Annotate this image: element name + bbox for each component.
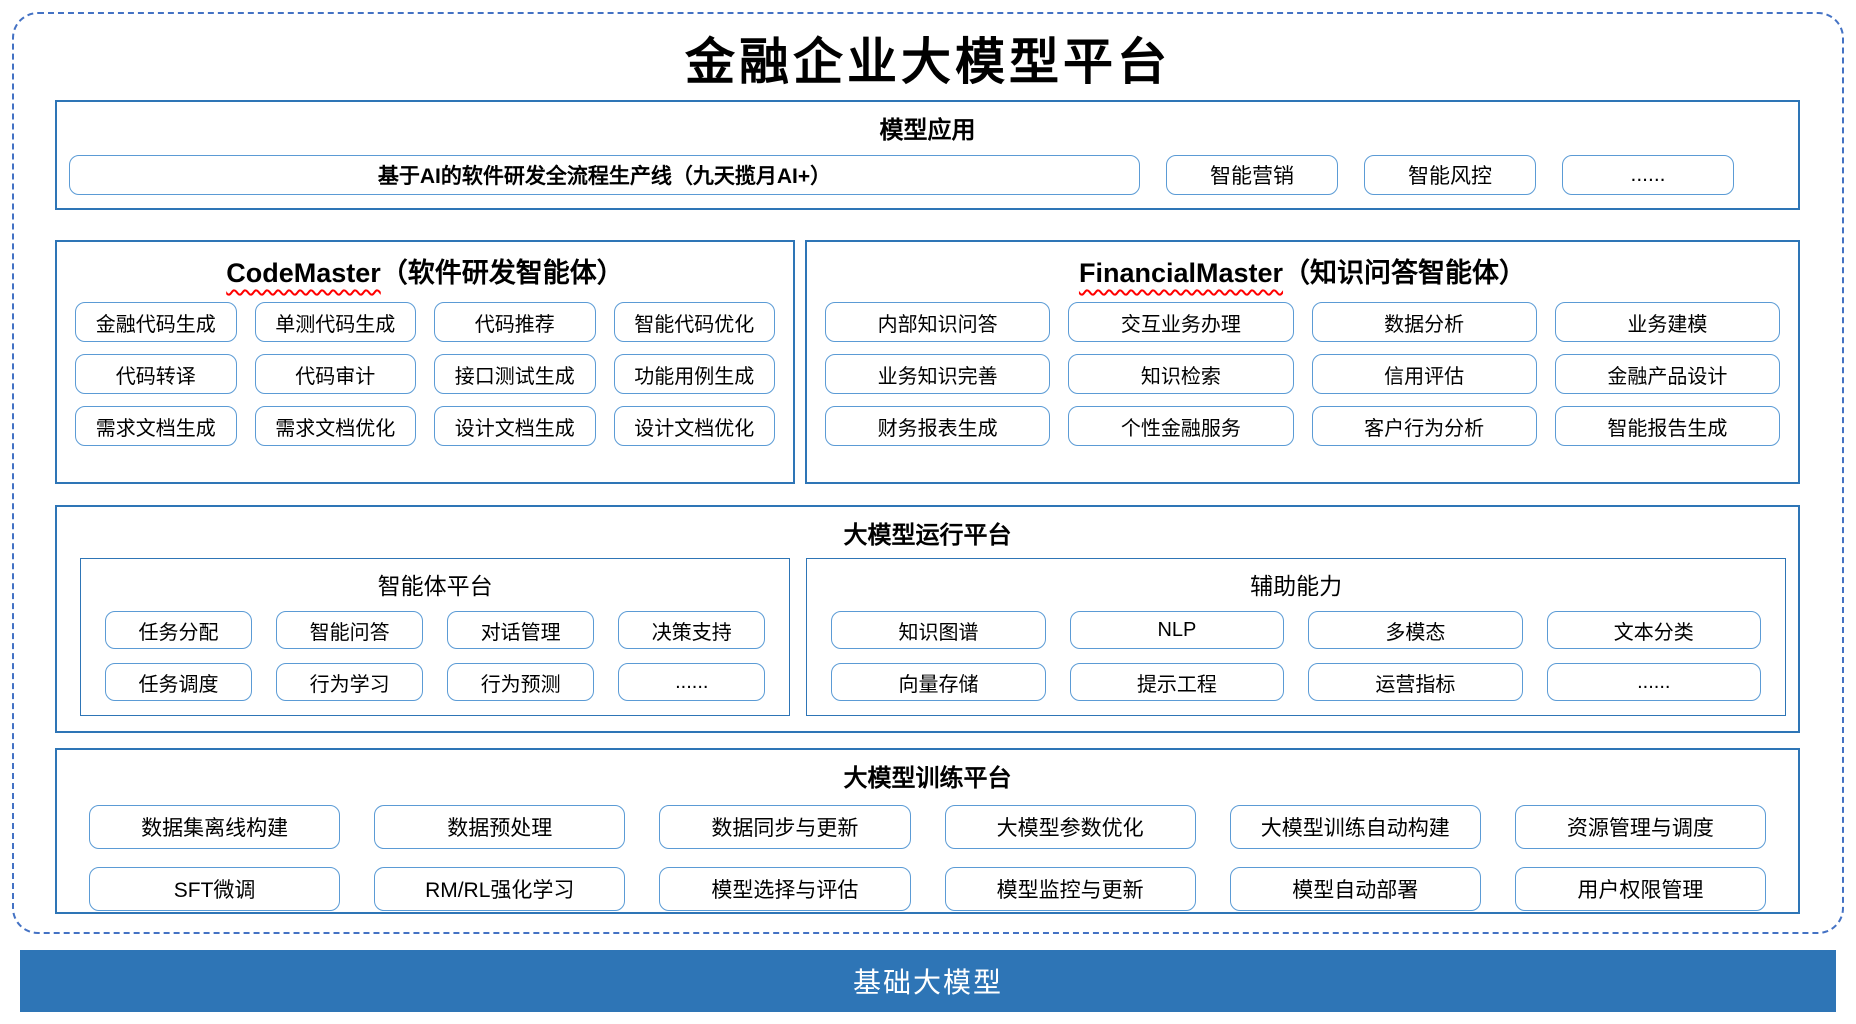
financialmaster-grid: 内部知识问答 交互业务办理 数据分析 业务建模 业务知识完善 知识检索 信用评估… — [807, 290, 1798, 446]
codemaster-item: 代码推荐 — [434, 302, 596, 342]
codemaster-grid: 金融代码生成 单测代码生成 代码推荐 智能代码优化 代码转译 代码审计 接口测试… — [57, 290, 793, 446]
agent-platform-grid: 任务分配 智能问答 对话管理 决策支持 任务调度 行为学习 行为预测 .....… — [81, 601, 789, 701]
codemaster-item: 代码转译 — [75, 354, 237, 394]
aux-ability-item: 运营指标 — [1308, 663, 1523, 701]
section-financialmaster: FinancialMaster（知识问答智能体） 内部知识问答 交互业务办理 数… — [805, 240, 1800, 484]
financialmaster-item: 交互业务办理 — [1068, 302, 1294, 342]
subbox-agent-platform: 智能体平台 任务分配 智能问答 对话管理 决策支持 任务调度 行为学习 行为预测… — [80, 558, 791, 716]
financialmaster-item: 信用评估 — [1311, 354, 1537, 394]
application-pill: ...... — [1562, 155, 1734, 195]
section-training-platform: 大模型训练平台 数据集离线构建 数据预处理 数据同步与更新 大模型参数优化 大模… — [55, 748, 1800, 914]
financialmaster-item: 金融产品设计 — [1554, 354, 1780, 394]
agent-platform-item: 任务调度 — [105, 663, 253, 701]
codemaster-item: 单测代码生成 — [254, 302, 416, 342]
training-item: 用户权限管理 — [1514, 867, 1766, 911]
model-applications-row: 基于AI的软件研发全流程生产线（九天揽月AI+） 智能营销 智能风控 .....… — [69, 155, 1786, 195]
codemaster-item: 功能用例生成 — [613, 354, 775, 394]
agent-platform-item: 行为预测 — [447, 663, 595, 701]
financialmaster-title: FinancialMaster（知识问答智能体） — [807, 242, 1798, 290]
section-codemaster: CodeMaster（软件研发智能体） 金融代码生成 单测代码生成 代码推荐 智… — [55, 240, 795, 484]
codemaster-item: 设计文档优化 — [613, 406, 775, 446]
agent-platform-item: ...... — [618, 663, 766, 701]
financialmaster-title-zh: （知识问答智能体） — [1283, 258, 1527, 288]
training-item: 资源管理与调度 — [1514, 805, 1766, 849]
aux-ability-item: 文本分类 — [1546, 611, 1761, 649]
page-title: 金融企业大模型平台 — [685, 32, 1171, 91]
section-header-runtime: 大模型运行平台 — [843, 522, 1012, 549]
runtime-subboxes-row: 智能体平台 任务分配 智能问答 对话管理 决策支持 任务调度 行为学习 行为预测… — [80, 558, 1786, 716]
training-item: 模型自动部署 — [1229, 867, 1481, 911]
training-item: RM/RL强化学习 — [374, 867, 626, 911]
agent-platform-item: 对话管理 — [447, 611, 595, 649]
aux-ability-item: 知识图谱 — [831, 611, 1046, 649]
codemaster-item: 金融代码生成 — [75, 302, 237, 342]
codemaster-item: 需求文档优化 — [254, 406, 416, 446]
outer-dashed-border — [12, 12, 1844, 934]
aux-ability-grid: 知识图谱 NLP 多模态 文本分类 向量存储 提示工程 运营指标 ...... — [807, 601, 1785, 701]
financialmaster-item: 数据分析 — [1311, 302, 1537, 342]
financialmaster-item: 业务知识完善 — [825, 354, 1051, 394]
codemaster-item: 设计文档生成 — [434, 406, 596, 446]
application-pill: 智能风控 — [1364, 155, 1536, 195]
section-header-training: 大模型训练平台 — [843, 765, 1012, 792]
financialmaster-item: 客户行为分析 — [1311, 406, 1537, 446]
section-runtime-platform: 大模型运行平台 智能体平台 任务分配 智能问答 对话管理 决策支持 任务调度 行… — [55, 505, 1800, 733]
training-item: SFT微调 — [89, 867, 341, 911]
financialmaster-title-en: FinancialMaster — [1078, 258, 1284, 288]
agent-platform-item: 任务分配 — [105, 611, 253, 649]
training-item: 大模型参数优化 — [944, 805, 1196, 849]
training-item: 模型监控与更新 — [944, 867, 1196, 911]
training-item: 数据同步与更新 — [659, 805, 911, 849]
training-grid: 数据集离线构建 数据预处理 数据同步与更新 大模型参数优化 大模型训练自动构建 … — [57, 793, 1798, 911]
agent-platform-item: 智能问答 — [276, 611, 424, 649]
financialmaster-item: 个性金融服务 — [1068, 406, 1294, 446]
application-pill: 智能营销 — [1166, 155, 1338, 195]
section-header-model-applications: 模型应用 — [879, 117, 976, 144]
training-item: 数据预处理 — [374, 805, 626, 849]
codemaster-item: 代码审计 — [254, 354, 416, 394]
aux-ability-item: 多模态 — [1308, 611, 1523, 649]
agent-platform-item: 决策支持 — [618, 611, 766, 649]
subbox-header-aux-ability: 辅助能力 — [1250, 573, 1343, 599]
financialmaster-item: 知识检索 — [1068, 354, 1294, 394]
training-item: 模型选择与评估 — [659, 867, 911, 911]
agent-platform-item: 行为学习 — [276, 663, 424, 701]
training-item: 大模型训练自动构建 — [1229, 805, 1481, 849]
foundation-model-bar: 基础大模型 — [20, 950, 1836, 1012]
subbox-aux-ability: 辅助能力 知识图谱 NLP 多模态 文本分类 向量存储 提示工程 运营指标 ..… — [806, 558, 1786, 716]
codemaster-title-zh: （软件研发智能体） — [380, 258, 624, 288]
codemaster-item: 智能代码优化 — [613, 302, 775, 342]
section-model-applications: 模型应用 基于AI的软件研发全流程生产线（九天揽月AI+） 智能营销 智能风控 … — [55, 100, 1800, 210]
financialmaster-item: 业务建模 — [1554, 302, 1780, 342]
training-item: 数据集离线构建 — [89, 805, 341, 849]
financialmaster-item: 内部知识问答 — [825, 302, 1051, 342]
aux-ability-item: NLP — [1069, 611, 1285, 649]
subbox-header-agent-platform: 智能体平台 — [377, 573, 493, 599]
aux-ability-item: 提示工程 — [1069, 663, 1285, 701]
aux-ability-item: ...... — [1546, 663, 1761, 701]
codemaster-item: 需求文档生成 — [75, 406, 237, 446]
codemaster-title: CodeMaster（软件研发智能体） — [57, 242, 793, 290]
financialmaster-item: 智能报告生成 — [1554, 406, 1780, 446]
aux-ability-item: 向量存储 — [831, 663, 1046, 701]
codemaster-title-en: CodeMaster — [226, 258, 381, 288]
application-pill-main: 基于AI的软件研发全流程生产线（九天揽月AI+） — [69, 155, 1140, 195]
codemaster-item: 接口测试生成 — [434, 354, 596, 394]
financialmaster-item: 财务报表生成 — [825, 406, 1051, 446]
